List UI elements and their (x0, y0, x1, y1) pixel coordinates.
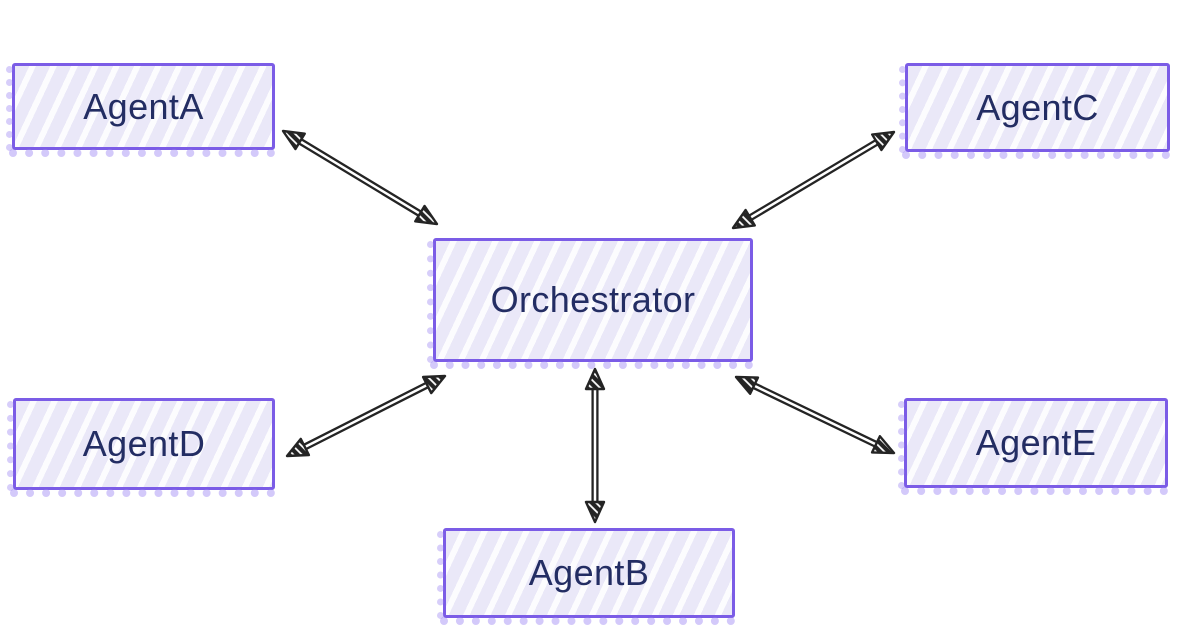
node-label: AgentB (528, 552, 650, 593)
node-agent-d[interactable]: AgentD (7, 398, 275, 497)
node-label: AgentE (975, 422, 1097, 463)
node-agent-b[interactable]: AgentB (437, 528, 735, 625)
connector-orchestrator-agent-a[interactable] (281, 129, 439, 226)
node-agent-c[interactable]: AgentC (899, 63, 1170, 159)
node-agent-e[interactable]: AgentE (898, 398, 1168, 495)
node-agent-a[interactable]: AgentA (6, 63, 275, 157)
connector-orchestrator-agent-e[interactable] (734, 375, 896, 455)
node-label: AgentA (83, 85, 204, 127)
connector-orchestrator-agent-b[interactable] (584, 367, 606, 524)
connector-orchestrator-agent-c[interactable] (731, 130, 896, 230)
node-label: AgentC (976, 86, 1099, 128)
node-label: Orchestrator (490, 279, 696, 320)
connector-orchestrator-agent-d[interactable] (285, 374, 447, 458)
node-label: AgentD (82, 423, 206, 464)
node-orchestrator[interactable]: Orchestrator (427, 238, 753, 369)
